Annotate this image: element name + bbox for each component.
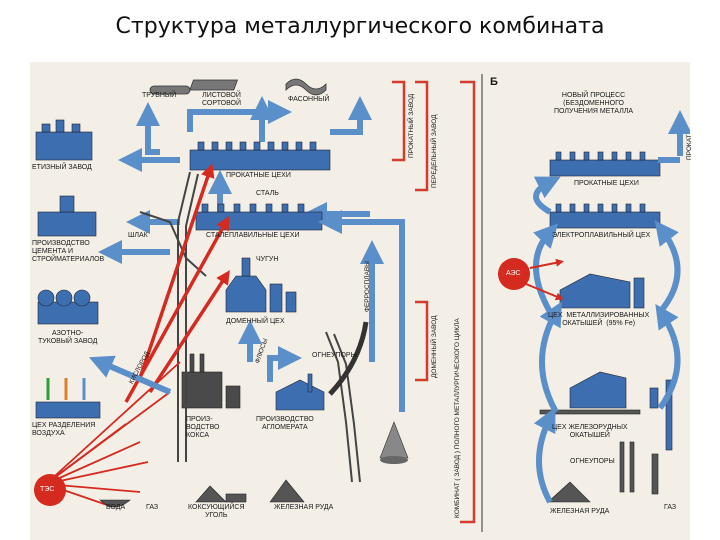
page-title: Структура металлургического комбината <box>115 14 605 39</box>
gas-label-right: ГАЗ <box>664 504 677 511</box>
ferroalloy-arrows <box>238 210 405 412</box>
coking-coal-label: КОКСУЮЩИЙСЯ УГОЛЬ <box>188 504 245 519</box>
blast-furnace-label: ДОМЕННЫЙ ЦЕХ <box>226 318 285 325</box>
byproduct-arrows <box>88 240 172 395</box>
refractories-label: ОГНЕУПОРЫ <box>312 352 357 359</box>
right-flow-arrows <box>533 110 690 504</box>
blast-furnace <box>225 257 297 313</box>
raw-materials-left <box>99 479 305 508</box>
pig-iron-label: ЧУГУН <box>256 256 279 263</box>
top-blue-arrows <box>136 96 372 155</box>
gas-label-left: ГАЗ <box>146 504 159 511</box>
ferroalloys-label: ФЕРРОСПЛАВЫ <box>364 261 371 312</box>
coke-plant <box>181 353 241 409</box>
agglomerate-plant <box>275 373 325 411</box>
iron-pellet-shop <box>569 371 673 451</box>
red-frames <box>392 80 476 524</box>
rolling-shops-label: ПРОКАТНЫЕ ЦЕХИ <box>226 172 291 179</box>
iron-ore-label-left: ЖЕЛЕЗНАЯ РУДА <box>274 504 334 511</box>
coke-production-label: ПРОИЗ- ВОДСТВО КОКСА <box>186 416 220 439</box>
rolled-label: ПРОКАТ <box>686 134 693 160</box>
refractories-right-label: ОГНЕУПОРЫ <box>570 458 615 465</box>
full-cycle-label: КОМБИНАТ ( ЗАВОД ) ПОЛНОГО МЕТАЛЛУРГИЧЕС… <box>454 318 461 518</box>
ore-conveyor <box>328 321 369 396</box>
panel-b-letter: Б <box>490 76 498 88</box>
cement-label: ПРОИЗВОДСТВО ЦЕМЕНТА И СТРОЙМАТЕРИАЛОВ <box>32 240 105 263</box>
ore-cone <box>379 421 409 464</box>
metallized-pellet-shop <box>559 273 645 309</box>
rolling-shops-right-label: ПРОКАТНЫЕ ЦЕХИ <box>574 180 639 187</box>
water-label: ВОДА <box>106 504 126 511</box>
iron-pellets-label: ЦЕХ ЖЕЛЕЗОРУДНЫХ ОКАТЫШЕЙ <box>552 424 628 439</box>
iron-ore-label-right: ЖЕЛЕЗНАЯ РУДА <box>550 508 610 515</box>
oxygen-arrows <box>124 163 230 403</box>
air-separation-label: ЦЕХ РАЗДЕЛЕНИЯ ВОЗДУХА <box>32 422 96 437</box>
steel-label: СТАЛЬ <box>256 190 279 197</box>
steelmaking-shops-label: СТАЛЕПЛАВИЛЬНЫЕ ЦЕХИ <box>206 232 300 239</box>
nitrogen-plant <box>37 289 99 325</box>
npp <box>498 258 564 301</box>
raw-materials-right <box>539 409 659 503</box>
rolling-shop-left <box>189 141 331 171</box>
product-shape-label: ФАСОННЫЙ <box>288 96 330 103</box>
product-icons <box>149 78 327 96</box>
air-separation-plant <box>35 378 101 419</box>
diagram-scan: ТРУБНЫЙ ЛИСТОВОЙ СОРТОВОЙ ФАСОННЫЙ ПРОКА… <box>30 62 693 540</box>
conveyors-left <box>139 171 361 483</box>
slag-label: ШЛАК <box>128 232 148 239</box>
chem-plant-label: ЕТИЗНЫЙ ЗАВОД <box>32 164 92 171</box>
chem-plant <box>35 119 93 161</box>
rolling-shop-right <box>549 151 661 177</box>
new-process-label: НОВЫЙ ПРОЦЕСС (БЕЗДОМЕННОГО ПОЛУЧЕНИЯ МЕ… <box>554 92 634 115</box>
product-sheet-label: ЛИСТОВОЙ СОРТОВОЙ <box>202 92 242 107</box>
metallized-pellets-label: ЦЕХ МЕТАЛЛИЗИРОВАННЫХ ОКАТЫШЕЙ (95% Fe) <box>548 312 650 327</box>
steelmaking-shop <box>195 203 323 231</box>
agglomerate-label: ПРОИЗВОДСТВО АГЛОМЕРАТА <box>256 416 314 431</box>
tec-plant <box>34 474 66 506</box>
nitrogen-plant-label: АЗОТНО- ТУКОВЫЙ ЗАВОД <box>38 330 98 345</box>
cement-plant <box>37 195 97 237</box>
blast-plant-label: ДОМЕННЫЙ ЗАВОД <box>431 315 438 378</box>
diagram-graphics <box>34 74 690 532</box>
conversion-plant-label: ПЕРЕДЕЛЬНЫЙ ЗАВОД <box>431 114 438 188</box>
rolling-plant-label: ПРОКАТНЫЙ ЗАВОД <box>408 93 415 158</box>
electric-furnace-label: ЭЛЕКТРОПЛАВИЛЬНЫЙ ЦЕХ <box>552 232 651 239</box>
product-tube-label: ТРУБНЫЙ <box>142 92 177 99</box>
electric-furnace-shop <box>549 203 661 229</box>
tec-label: ТЭС <box>40 486 55 493</box>
npp-label: АЭС <box>506 270 521 277</box>
